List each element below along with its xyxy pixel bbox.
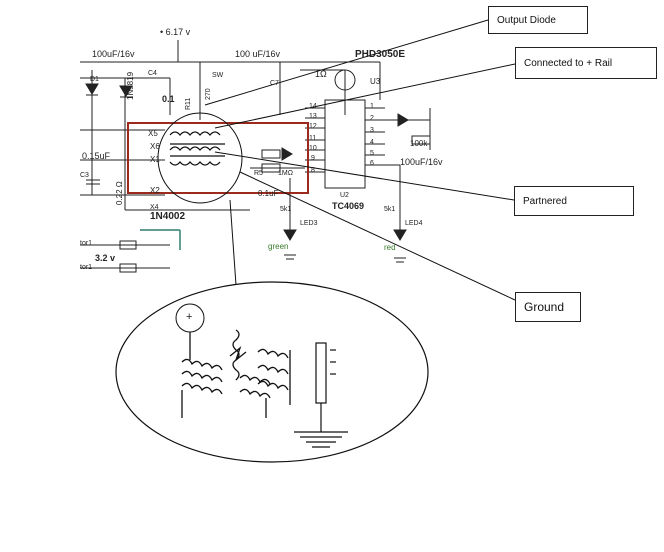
- callout-output-diode: Output Diode: [488, 6, 588, 34]
- label-1n5819: 1N5819: [126, 71, 135, 100]
- label-pin9: 9: [311, 155, 315, 162]
- label-pin13: 13: [309, 113, 317, 120]
- label-3v2: 3.2 v: [95, 253, 116, 263]
- label-r270: 270: [205, 88, 212, 100]
- label-5k1-a: 5k1: [280, 206, 292, 213]
- label-pin4: 4: [370, 139, 374, 146]
- label-green: green: [268, 242, 289, 251]
- label-d1: D1: [90, 76, 99, 83]
- label-c4: C4: [148, 70, 157, 77]
- label-res-100k: 100k: [410, 139, 428, 148]
- label-u3: U3: [370, 77, 381, 86]
- label-ic: TC4069: [332, 201, 365, 211]
- label-c01uf: 0.1uF: [258, 189, 279, 198]
- label-pin14: 14: [309, 103, 317, 110]
- transformer-coils: [169, 131, 225, 166]
- leader-lines: [204, 19, 516, 301]
- label-led4: LED4: [405, 220, 423, 227]
- label-c7: C7: [270, 80, 279, 87]
- hand-drawn-coils: [181, 329, 291, 418]
- hand-drawn-ground: [294, 342, 348, 448]
- label-mosfet: PHD3050E: [355, 49, 406, 60]
- callout-connected-rail: Connected to + Rail: [515, 47, 657, 79]
- label-x1: X1: [150, 155, 160, 164]
- label-x4: X4: [150, 204, 159, 211]
- label-pin12: 12: [309, 123, 317, 130]
- label-r5: R5: [254, 170, 263, 177]
- label-plus-terminal: +: [186, 311, 193, 323]
- label-sw: SW: [212, 72, 224, 79]
- label-tor1-a: tor1: [80, 240, 93, 247]
- label-1n4002: 1N4002: [150, 211, 186, 222]
- label-x5: X5: [148, 129, 158, 138]
- label-r11: R11: [185, 97, 192, 110]
- label-pin6: 6: [370, 160, 374, 167]
- label-r022: 0.22 Ω: [115, 181, 124, 205]
- label-x6: X6: [150, 142, 160, 151]
- label-r1m: 1MΩ: [278, 170, 293, 177]
- label-voltage-top: • 6.17 v: [160, 27, 191, 37]
- label-res-1ohm: 1Ω: [315, 69, 327, 79]
- label-pin10: 10: [309, 145, 317, 152]
- label-pin1: 1: [370, 103, 374, 110]
- label-c015: 0.15uF: [82, 151, 111, 161]
- label-pin11: 11: [309, 135, 317, 142]
- label-5k1-b: 5k1: [384, 206, 396, 213]
- label-cap-01: 0.1: [162, 94, 175, 104]
- label-cap-mid: 100 uF/16v: [235, 49, 281, 59]
- highlight-box: [127, 122, 309, 194]
- label-pin8: 8: [311, 167, 315, 174]
- label-pin2: 2: [370, 115, 374, 122]
- label-pin5: 5: [370, 150, 374, 157]
- label-x2: X2: [150, 186, 160, 195]
- label-u2: U2: [340, 192, 349, 199]
- label-led3: LED3: [300, 220, 318, 227]
- label-red: red: [384, 243, 396, 252]
- label-pin3: 3: [370, 127, 374, 134]
- transformer-zoom-circle: [157, 112, 243, 204]
- callout-partnered: Partnered: [514, 186, 634, 216]
- label-c3: C3: [80, 172, 89, 179]
- schematic-wires: [80, 40, 431, 273]
- label-tor1-b: tor1: [80, 264, 93, 271]
- callout-ground: Ground: [515, 292, 581, 322]
- zoom-ellipse: [115, 281, 429, 463]
- label-cap-left: 100uF/16v: [92, 49, 135, 59]
- label-cap-right: 100uF/16v: [400, 157, 443, 167]
